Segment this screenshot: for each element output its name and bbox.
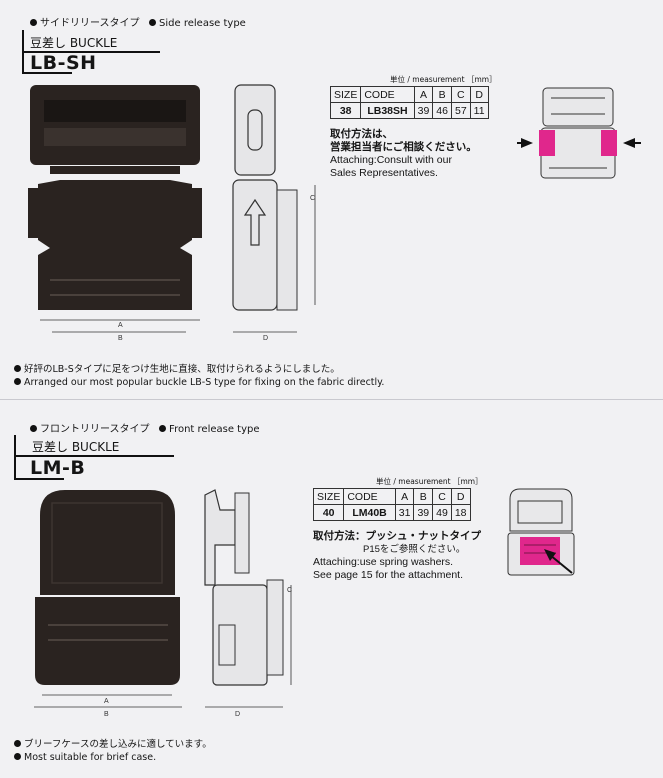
dim-b-label: B — [118, 335, 123, 342]
cell-c: 57 — [450, 102, 471, 119]
lbsh-side-view: C D — [232, 84, 316, 342]
attach-ja-1: 取付方法：プッシュ・ナットタイプ — [313, 530, 481, 542]
arrow-right-icon — [521, 138, 533, 148]
bullet-icon — [30, 19, 37, 26]
cell-b: 39 — [413, 504, 434, 521]
section-divider — [0, 399, 663, 400]
lbsh-body — [38, 180, 192, 310]
note-ja-text: ブリーフケースの差し込みに適しています。 — [24, 739, 212, 750]
unit-label: 単位 / measurement ［mm］ — [376, 477, 483, 486]
col-b: B — [432, 86, 452, 103]
lmb-side-view: C D — [204, 489, 292, 718]
cell-d: 11 — [469, 102, 489, 119]
dim-c-label: C — [287, 587, 292, 594]
unit-label: 単位 / measurement ［mm］ — [390, 75, 497, 84]
col-a: A — [394, 488, 415, 505]
cell-code: LB38SH — [360, 102, 415, 119]
col-d: D — [450, 488, 471, 505]
lmb-top-part — [40, 490, 175, 595]
col-size: SIZE — [312, 488, 345, 505]
col-code: CODE — [343, 488, 396, 505]
note-en-text: Most suitable for brief case. — [24, 752, 157, 763]
model-title: LB-SH — [30, 52, 97, 74]
lmb-front-view: A B — [34, 490, 182, 718]
title-bracket-bottom — [22, 72, 72, 74]
dim-b-label: B — [104, 711, 109, 718]
model-title: LM-B — [30, 457, 86, 479]
dim-d-label: D — [235, 711, 240, 718]
attach-ja-1: 取付方法は、 — [330, 128, 393, 140]
lbsh-strap-bar — [30, 85, 200, 165]
col-a: A — [413, 86, 434, 103]
bullet-icon — [14, 753, 21, 760]
col-c: C — [450, 86, 471, 103]
arrow-left-icon — [623, 138, 635, 148]
section-header-side-release: サイドリリースタイプ Side release type — [30, 14, 246, 29]
col-size: SIZE — [329, 86, 362, 103]
title-bracket-left — [14, 435, 16, 479]
cell-size: 40 — [312, 504, 345, 521]
side-release-diagram — [517, 87, 641, 179]
release-tab-left — [539, 130, 555, 156]
title-bracket-left — [22, 30, 24, 72]
attach-en-2: Sales Representatives. — [330, 167, 438, 179]
cell-c: 49 — [432, 504, 452, 521]
spec-table-header-row: SIZE CODE A B C D — [329, 86, 489, 103]
bullet-icon — [30, 425, 37, 432]
attach-ja-2: P15をご参照ください。 — [363, 544, 466, 555]
table-row: 40 LM40B 31 39 49 18 — [312, 504, 471, 521]
bullet-icon — [14, 740, 21, 747]
cell-size: 38 — [329, 102, 362, 119]
cell-a: 39 — [413, 102, 434, 119]
front-release-diagram — [507, 488, 575, 576]
product-label: 豆差し BUCKLE — [32, 440, 120, 454]
cell-code: LM40B — [343, 504, 396, 521]
dim-a-label: A — [104, 698, 109, 705]
bullet-icon — [149, 19, 157, 26]
title-bracket-bottom — [14, 478, 64, 480]
attach-en-2: See page 15 for the attachment. — [313, 569, 464, 581]
arrow-up-icon — [243, 198, 267, 246]
col-d: D — [469, 86, 489, 103]
cell-a: 31 — [394, 504, 415, 521]
section-header-front-release: フロントリリースタイプ Front release type — [30, 420, 260, 435]
bullet-icon — [159, 425, 167, 432]
dim-a-label: A — [118, 322, 123, 329]
spec-table-lmb: SIZE CODE A B C D 40 LM40B 31 39 49 18 — [312, 488, 471, 521]
lbsh-front-view: A B — [28, 85, 202, 342]
attach-ja-2: 営業担当者にご相談ください。 — [330, 141, 477, 153]
header-ja: サイドリリースタイプ — [40, 18, 140, 29]
dim-c-label: C — [310, 195, 315, 202]
col-code: CODE — [360, 86, 415, 103]
header-en: Side release type — [159, 18, 246, 29]
spec-table-lbsh: SIZE CODE A B C D 38 LB38SH 39 46 57 11 — [329, 86, 489, 119]
attach-info-lbsh: 取付方法は、 営業担当者にご相談ください。 Attaching:Consult … — [330, 128, 477, 180]
title-bracket-top — [22, 51, 160, 53]
col-c: C — [432, 488, 452, 505]
col-b: B — [413, 488, 434, 505]
attach-info-lmb: 取付方法：プッシュ・ナットタイプ P15をご参照ください。 Attaching:… — [313, 530, 481, 582]
bullet-icon — [14, 378, 21, 385]
title-bracket-top — [14, 455, 174, 457]
bullet-icon — [14, 365, 21, 372]
note-ja-text: 好評のLB-Sタイプに足をつけ生地に直接、取付けられるようにしました。 — [24, 364, 340, 375]
spec-table-header-row: SIZE CODE A B C D — [312, 488, 471, 505]
note-en-text: Arranged our most popular buckle LB-S ty… — [24, 377, 385, 388]
cell-b: 46 — [432, 102, 452, 119]
release-button — [520, 537, 560, 565]
attach-en-1: Attaching:Consult with our — [330, 154, 452, 166]
note-en-lbsh: Arranged our most popular buckle LB-S ty… — [14, 377, 384, 388]
header-en: Front release type — [169, 424, 260, 435]
attach-en-1: Attaching:use spring washers. — [313, 556, 454, 568]
header-ja: フロントリリースタイプ — [40, 424, 150, 435]
product-label: 豆差し BUCKLE — [30, 36, 118, 50]
table-row: 38 LB38SH 39 46 57 11 — [329, 102, 489, 119]
note-ja-lmb: ブリーフケースの差し込みに適しています。 — [14, 736, 212, 750]
note-en-lmb: Most suitable for brief case. — [14, 752, 156, 763]
release-tab-right — [601, 130, 617, 156]
cell-d: 18 — [450, 504, 471, 521]
diagonal-arrow-icon — [544, 549, 556, 561]
note-ja-lbsh: 好評のLB-Sタイプに足をつけ生地に直接、取付けられるようにしました。 — [14, 361, 340, 375]
dim-d-label: D — [263, 335, 268, 342]
